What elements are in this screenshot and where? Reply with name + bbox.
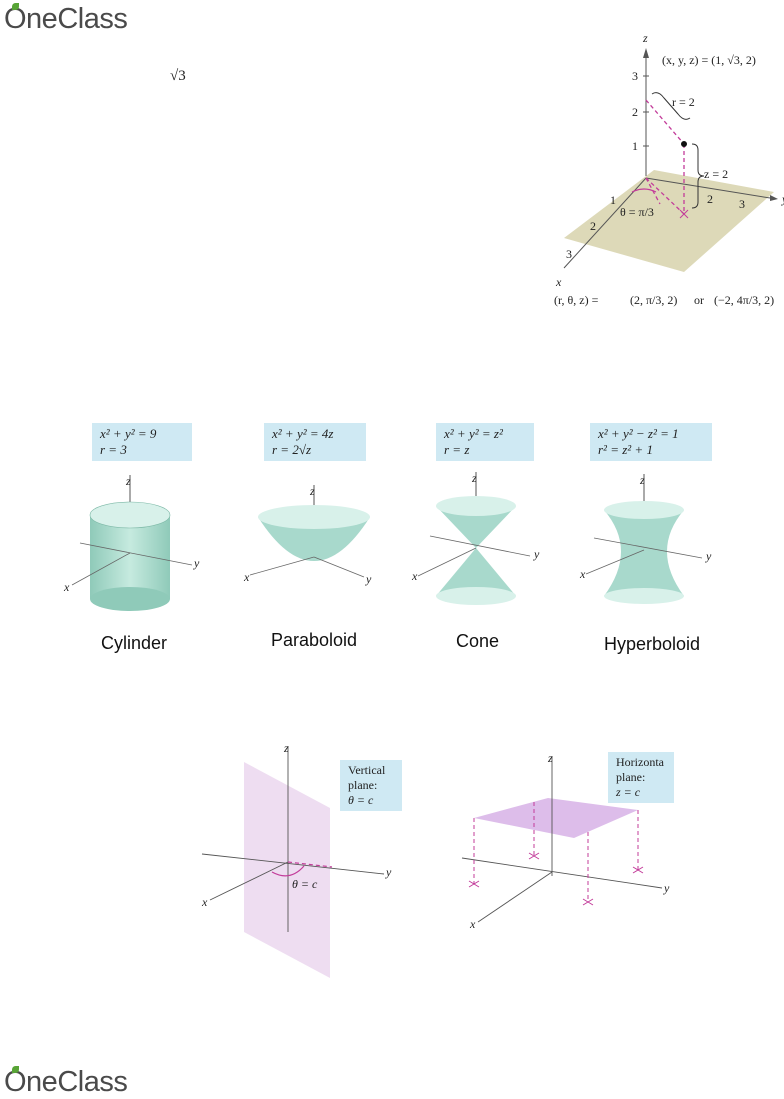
eq-hyperboloid-polar: r² = z² + 1: [598, 442, 653, 457]
z-tick-1: 1: [632, 139, 638, 153]
eqbox-cylinder: x² + y² = 9 r = 3: [92, 423, 192, 461]
caption-cone: Cone: [456, 631, 500, 651]
y-axis-label: y: [781, 192, 784, 206]
hyperboloid-x-label: x: [579, 567, 586, 581]
hplane-x-label: x: [469, 917, 476, 931]
vertical-plane-figure: z y x θ = c: [201, 741, 392, 978]
cone-z-label: z: [471, 471, 477, 485]
vplane-x-label: x: [201, 895, 208, 909]
vplane-y-label: y: [385, 865, 392, 879]
figure-cylindrical-point: z 3 2 1 x 1 2 3 y 2 3 (x, y, z) = (1, √3…: [554, 31, 784, 307]
caption-cylinder: Cylinder: [101, 633, 168, 653]
eq-cone-polar: r = z: [444, 442, 470, 457]
header-logo-text: OneClass: [4, 3, 128, 35]
eqbox-paraboloid: x² + y² = 4z r = 2√z: [264, 423, 366, 461]
vplane-angle-label: θ = c: [292, 877, 318, 891]
vertical-plane-box: Vertical plane: θ = c: [340, 760, 402, 811]
eq-paraboloid-polar: r = 2√z: [272, 442, 312, 457]
paraboloid-x-label: x: [243, 570, 250, 584]
projection-dashed-line: [645, 177, 685, 215]
vplane-z-label: z: [283, 741, 289, 755]
cone-x-label: x: [411, 569, 418, 583]
z-brace: [691, 143, 705, 209]
cylindrical-label-a: (2, π/3, 2): [630, 293, 677, 307]
x-tick-1: 1: [610, 193, 616, 207]
header-logo: OneClass: [4, 3, 128, 36]
z-axis-label: z: [642, 31, 648, 45]
horizontal-plane-box: Horizonta plane: z = c: [608, 752, 674, 803]
z-tick-2: 2: [632, 105, 638, 119]
cylinder-z-label: z: [125, 474, 131, 488]
cylindrical-label-prefix: (r, θ, z) =: [554, 293, 599, 307]
r-dashed-line: [645, 99, 685, 145]
cylindrical-label-or: or: [694, 293, 704, 307]
vplane-box-line2: plane:: [348, 778, 378, 792]
hplane-box-line3: z = c: [616, 785, 641, 799]
x-axis: [563, 177, 647, 269]
cone-figure: z y x: [411, 471, 540, 605]
hyperboloid-y-label: y: [705, 549, 712, 563]
eq-paraboloid-cartesian: x² + y² = 4z: [272, 426, 334, 441]
stray-sqrt-text: √3: [170, 68, 186, 84]
vertical-plane: [244, 762, 330, 978]
z-tick-3: 3: [632, 69, 638, 83]
theta-arc: [631, 188, 657, 193]
theta-label: θ = π/3: [620, 205, 654, 219]
horizontal-plane: [474, 798, 638, 838]
vplane-box-line1: Vertical: [348, 763, 386, 777]
eqbox-cone: x² + y² = z² r = z: [436, 423, 534, 461]
z-label: z = 2: [704, 167, 728, 181]
y-axis: [645, 177, 771, 199]
cylindrical-label-b: (−2, 4π/3, 2): [714, 293, 774, 307]
logo-leaf-icon: [12, 3, 19, 10]
hplane-box-line2: plane:: [616, 770, 646, 784]
eq-cone-cartesian: x² + y² = z²: [444, 426, 503, 441]
eq-hyperboloid-cartesian: x² + y² − z² = 1: [598, 426, 679, 441]
x-axis-label: x: [555, 275, 562, 289]
vplane-box-line3: θ = c: [348, 793, 374, 807]
footer-logo: OneClass: [4, 1066, 128, 1099]
cylinder-body: [90, 515, 170, 599]
vplane-angle-arc: [271, 865, 305, 877]
hplane-box-line1: Horizonta: [616, 755, 664, 769]
xy-plane: [564, 170, 774, 272]
cylinder-y-label: y: [193, 556, 200, 570]
caption-hyperboloid: Hyperboloid: [604, 634, 701, 654]
paraboloid-y-label: y: [365, 572, 372, 586]
x-tick-3: 3: [566, 247, 572, 261]
z-axis-arrow: [643, 48, 649, 58]
r-brace: [651, 92, 691, 120]
r-label: r = 2: [672, 95, 695, 109]
eq-cylinder-cartesian: x² + y² = 9: [100, 426, 157, 441]
eqbox-hyperboloid: x² + y² − z² = 1 r² = z² + 1: [590, 423, 712, 461]
horizontal-plane-figure: z y x: [461, 751, 670, 931]
y-tick-2: 2: [707, 192, 713, 206]
eq-cylinder-polar: r = 3: [100, 442, 127, 457]
point-label: (x, y, z) = (1, √3, 2): [662, 53, 756, 67]
cone-y-label: y: [533, 547, 540, 561]
hyperboloid-figure: z y x: [579, 473, 712, 604]
hplane-y-label: y: [663, 881, 670, 895]
point-marker: [681, 141, 687, 147]
caption-paraboloid: Paraboloid: [271, 630, 358, 650]
paraboloid-figure: z x y: [243, 484, 372, 586]
cylinder-figure: z y x: [63, 474, 200, 611]
footer-logo-text: OneClass: [4, 1066, 128, 1098]
footer-logo-leaf-icon: [12, 1066, 19, 1073]
hplane-z-label: z: [547, 751, 553, 765]
paraboloid-z-label: z: [309, 484, 315, 498]
x-tick-2: 2: [590, 219, 596, 233]
cylinder-x-label: x: [63, 580, 70, 594]
y-tick-3: 3: [739, 197, 745, 211]
hyperboloid-z-label: z: [639, 473, 645, 487]
